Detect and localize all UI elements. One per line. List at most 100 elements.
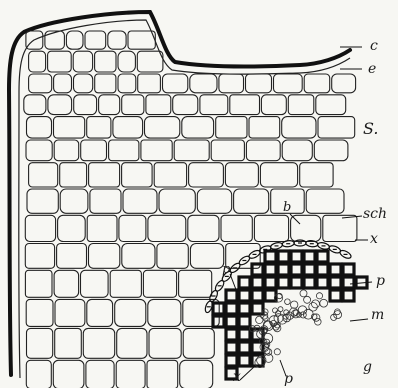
parenchyma-cell <box>26 299 53 326</box>
xylem-mesh <box>213 251 367 379</box>
parenchyma-cell <box>115 299 146 326</box>
phloem-cell <box>316 293 322 299</box>
parenchyma-cell <box>73 51 92 72</box>
parenchyma-cell <box>122 163 153 187</box>
parenchyma-cell <box>110 270 141 297</box>
parenchyma-cell <box>316 95 346 115</box>
parenchyma-cell <box>90 189 121 213</box>
parenchyma-cell <box>197 189 231 213</box>
parenchyma-cell <box>54 270 79 297</box>
parenchyma-cell <box>109 140 139 161</box>
xylem-vessel <box>226 316 237 327</box>
parenchyma-cell <box>260 163 297 187</box>
parenchyma-cell <box>332 74 356 93</box>
parenchyma-cell <box>60 163 87 187</box>
label-s: S. <box>363 121 378 137</box>
parenchyma-cell <box>54 117 85 139</box>
parenchyma-cell <box>141 140 172 161</box>
xylem-vessel <box>304 277 315 288</box>
xylem-vessel <box>239 316 250 327</box>
xylem-vessel <box>213 303 224 314</box>
parenchyma-cell <box>188 215 219 241</box>
xylem-vessel <box>278 264 289 275</box>
xylem-vessel <box>343 290 354 301</box>
parenchyma-cell <box>137 51 163 72</box>
xylem-vessel <box>291 264 302 275</box>
parenchyma-cell <box>58 215 86 241</box>
parenchyma-cell <box>318 117 355 139</box>
parenchyma-cell <box>118 74 136 93</box>
xylem-vessel <box>330 277 341 288</box>
xylem-vessel <box>226 329 237 340</box>
parenchyma-cell <box>221 215 252 241</box>
phloem-cell <box>335 309 341 315</box>
parenchyma-cell <box>89 244 120 269</box>
parenchyma-cell <box>86 360 114 388</box>
parenchyma-cell <box>54 140 78 161</box>
parenchyma-cell <box>282 117 316 139</box>
parenchyma-cell <box>29 74 52 93</box>
parenchyma-cell <box>274 74 303 93</box>
phloem-cell <box>320 299 328 307</box>
parenchyma-cell <box>163 74 188 93</box>
parenchyma-cell <box>190 244 223 269</box>
phloem-cell <box>300 290 307 297</box>
parenchyma-cell <box>174 140 209 161</box>
parenchyma-cell <box>211 140 244 161</box>
parenchyma-cell <box>108 31 126 49</box>
parenchyma-cell <box>122 95 144 115</box>
parenchyma-cell <box>230 95 260 115</box>
xylem-vessel <box>252 264 263 275</box>
xylem-vessel <box>252 290 263 301</box>
parenchyma-cell <box>190 74 217 93</box>
phloem-cell <box>291 301 298 308</box>
xylem-vessel <box>239 303 250 314</box>
parenchyma-cell <box>48 95 72 115</box>
label-p-right: p <box>376 274 385 288</box>
parenchyma-cell <box>87 299 113 326</box>
parenchyma-cell <box>81 140 107 161</box>
parenchyma-cell <box>219 74 244 93</box>
parenchyma-cell <box>225 163 258 187</box>
parenchyma-cell <box>147 360 178 388</box>
parenchyma-cell <box>254 215 288 241</box>
parenchyma-cell <box>306 189 344 213</box>
parenchyma-cell <box>123 189 157 213</box>
xylem-vessel <box>252 355 263 366</box>
parenchyma-cell <box>24 95 46 115</box>
parenchyma-cell <box>87 215 117 241</box>
xylem-vessel <box>330 264 341 275</box>
parenchyma-cell <box>300 163 333 187</box>
parenchyma-cell <box>74 74 93 93</box>
parenchyma-cell <box>118 51 135 72</box>
label-x-right: x <box>370 232 378 246</box>
parenchyma-cell <box>200 95 228 115</box>
parenchyma-cell <box>246 74 272 93</box>
parenchyma-cell <box>57 244 87 269</box>
parenchyma-cell <box>95 74 116 93</box>
parenchyma-cell <box>26 360 51 388</box>
parenchyma-cell <box>117 328 147 358</box>
parenchyma-cell <box>81 270 109 297</box>
xylem-vessel <box>291 277 302 288</box>
parenchyma-cell <box>246 140 280 161</box>
parenchyma-cell <box>25 215 55 241</box>
parenchyma-cell <box>282 140 312 161</box>
parenchyma-cell <box>122 244 155 269</box>
parenchyma-cell <box>128 31 155 49</box>
xylem-vessel <box>226 303 237 314</box>
parenchyma-cell <box>83 328 114 358</box>
parenchyma-cell <box>25 270 52 297</box>
xylem-vessel <box>317 251 328 262</box>
xylem-vessel <box>304 264 315 275</box>
parenchyma-cell <box>29 51 46 72</box>
phloem-cell <box>273 308 278 313</box>
xylem-vessel <box>226 355 237 366</box>
xylem-vessel <box>265 277 276 288</box>
label-b: b <box>283 201 291 214</box>
parenchyma-cell <box>149 328 181 358</box>
label-x-bottom: x <box>233 370 241 384</box>
parenchyma-cell <box>314 140 348 161</box>
parenchyma-cell <box>159 189 195 213</box>
